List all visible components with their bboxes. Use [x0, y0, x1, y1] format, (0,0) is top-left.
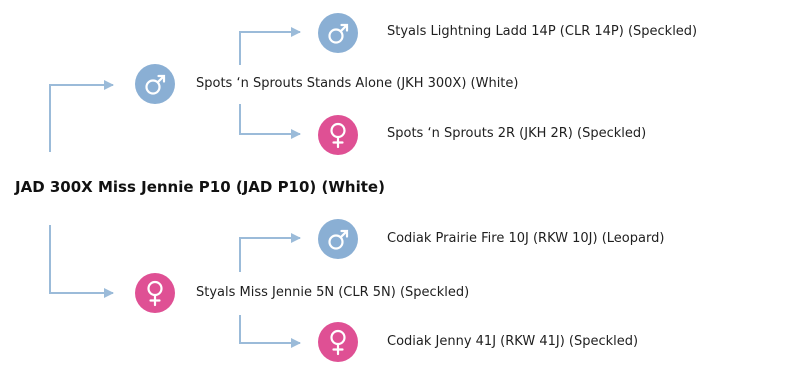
male-icon — [145, 74, 166, 95]
sire-sire-name: Styals Lightning Ladd 14P (CLR 14P) (Spe… — [387, 24, 698, 39]
sire-node[interactable] — [135, 64, 175, 104]
connector-subject-sire — [49, 80, 114, 152]
male-icon — [328, 23, 349, 44]
connector-dam-dam — [239, 315, 301, 348]
sire-dam-node[interactable] — [318, 115, 358, 155]
connector-subject-dam — [49, 225, 114, 298]
female-icon — [330, 329, 346, 356]
dam-dam-name: Codiak Jenny 41J (RKW 41J) (Speckled) — [387, 334, 639, 349]
female-icon — [330, 122, 346, 149]
dam-sire-node[interactable] — [318, 219, 358, 259]
female-icon — [147, 280, 163, 307]
subject-name: JAD 300X Miss Jennie P10 (JAD P10) (Whit… — [15, 178, 385, 196]
sire-dam-name: Spots ‘n Sprouts 2R (JKH 2R) (Speckled) — [387, 126, 647, 141]
male-icon — [328, 229, 349, 250]
sire-name: Spots ‘n Sprouts Stands Alone (JKH 300X)… — [196, 76, 519, 91]
dam-node[interactable] — [135, 273, 175, 313]
dam-name: Styals Miss Jennie 5N (CLR 5N) (Speckled… — [196, 285, 470, 300]
dam-sire-name: Codiak Prairie Fire 10J (RKW 10J) (Leopa… — [387, 231, 665, 246]
connector-sire-dam — [239, 104, 301, 139]
connector-dam-sire — [239, 233, 301, 272]
connector-sire-sire — [239, 27, 301, 65]
sire-sire-node[interactable] — [318, 13, 358, 53]
dam-dam-node[interactable] — [318, 322, 358, 362]
